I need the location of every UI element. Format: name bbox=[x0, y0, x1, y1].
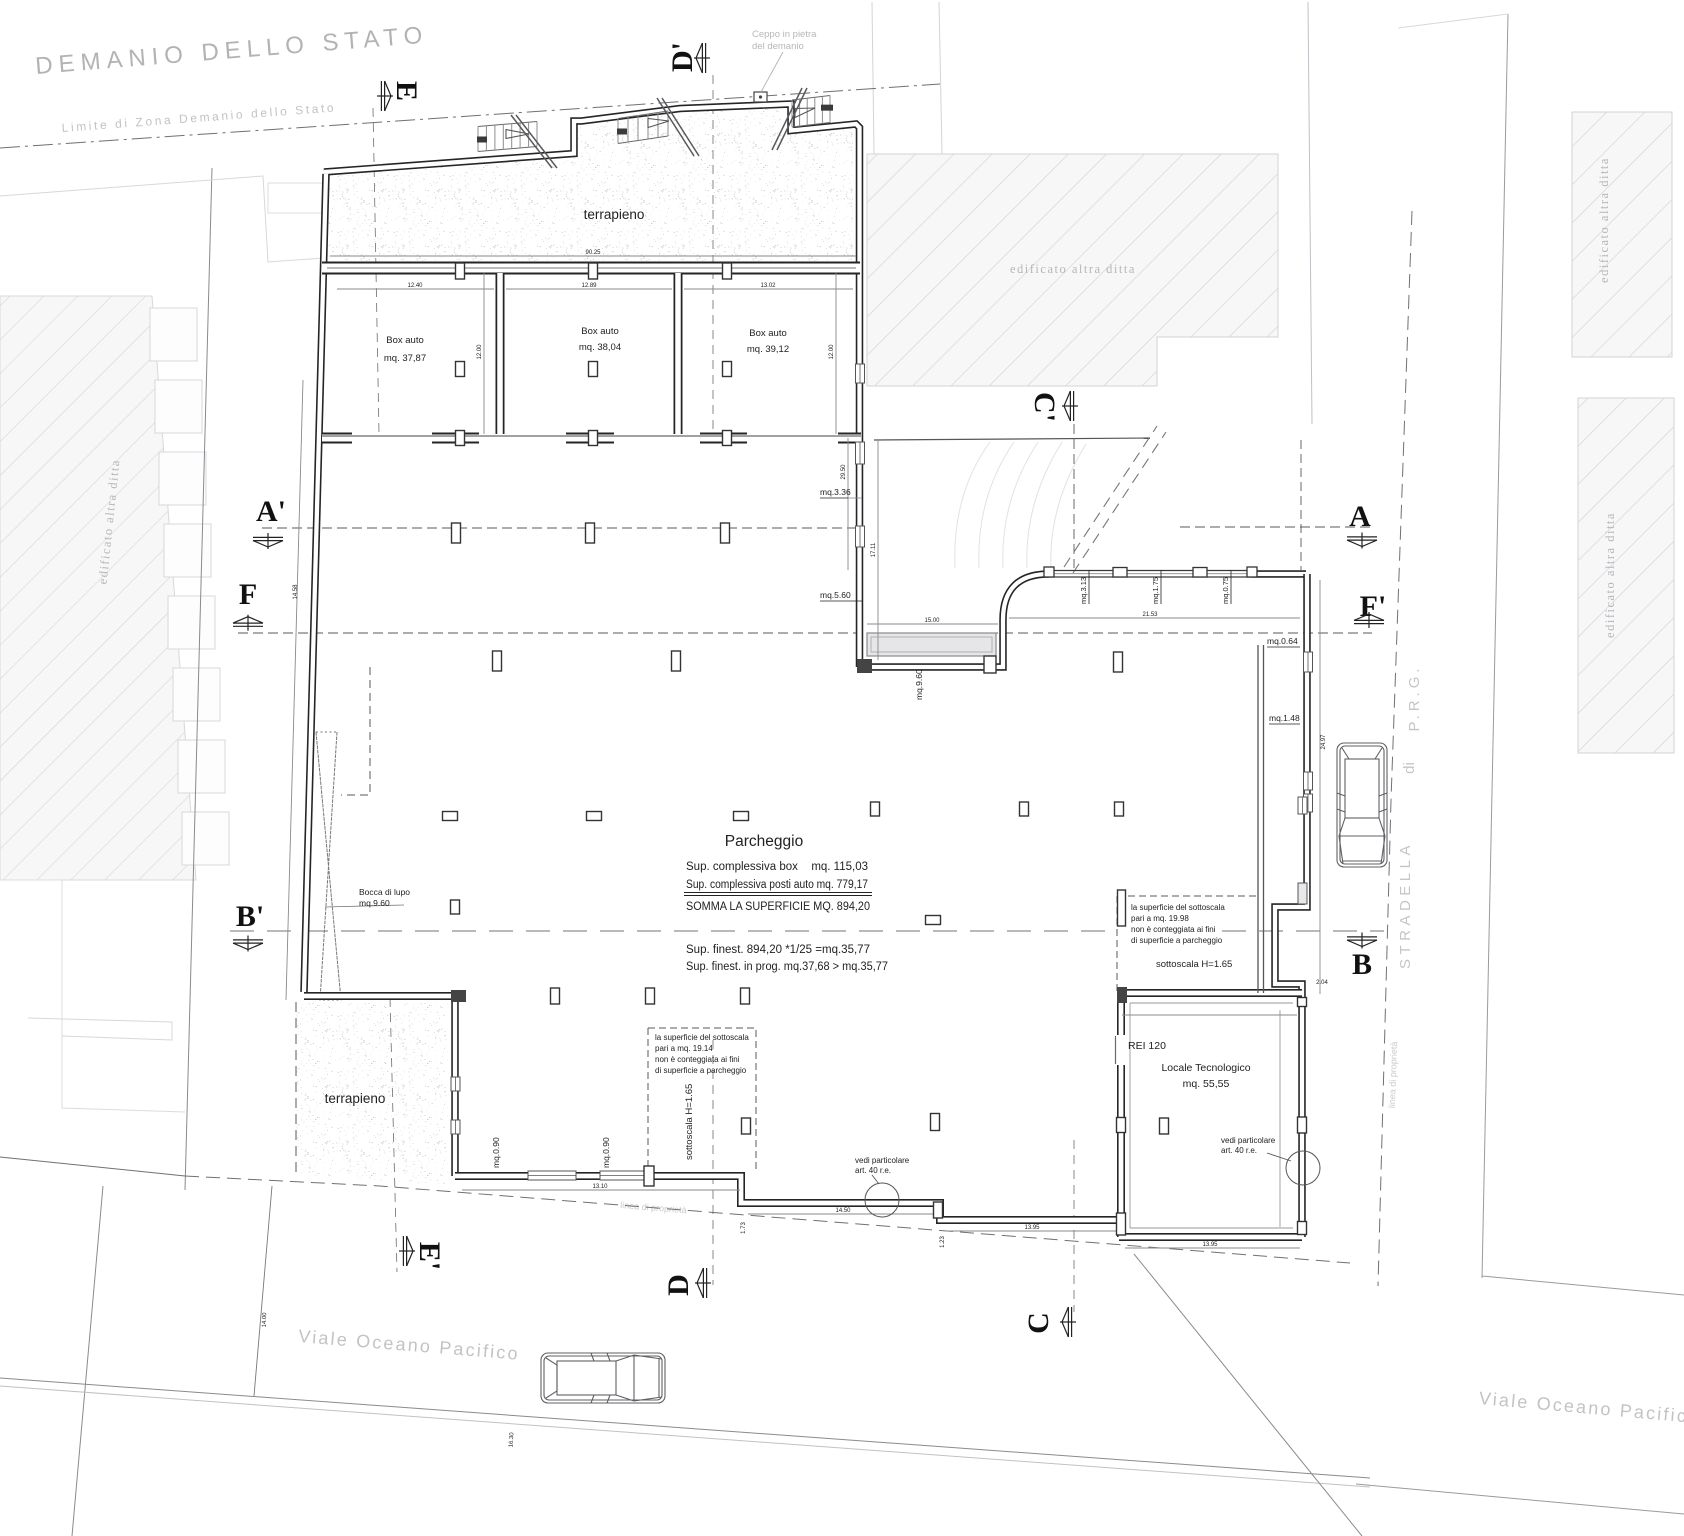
svg-text:di superficie a parcheggio: di superficie a parcheggio bbox=[1131, 936, 1223, 945]
svg-text:D': D' bbox=[666, 42, 699, 72]
svg-text:mq.1.48: mq.1.48 bbox=[1269, 713, 1300, 723]
svg-text:1.23: 1.23 bbox=[940, 1236, 946, 1248]
svg-text:A: A bbox=[1349, 500, 1371, 533]
svg-text:edificato altra ditta: edificato altra ditta bbox=[1010, 262, 1136, 276]
svg-text:mq.0.90: mq.0.90 bbox=[601, 1137, 611, 1168]
svg-text:mq.0.90: mq.0.90 bbox=[491, 1137, 501, 1168]
svg-text:C: C bbox=[1022, 1312, 1055, 1334]
svg-text:E': E' bbox=[413, 1242, 446, 1270]
svg-text:13.02: 13.02 bbox=[760, 283, 776, 289]
svg-text:P.R.G.: P.R.G. bbox=[1406, 664, 1423, 731]
svg-text:art. 40 r.e.: art. 40 r.e. bbox=[855, 1166, 891, 1175]
svg-text:15.00: 15.00 bbox=[924, 618, 940, 624]
svg-text:B: B bbox=[1352, 948, 1372, 981]
svg-text:linea di proprietà: linea di proprietà bbox=[1387, 1041, 1399, 1108]
svg-text:la superficie del sottoscala: la superficie del sottoscala bbox=[1131, 903, 1225, 912]
svg-text:sottoscala H=1.65: sottoscala H=1.65 bbox=[684, 1084, 695, 1160]
svg-text:Box auto: Box auto bbox=[581, 326, 619, 337]
svg-text:edificato altra ditta: edificato altra ditta bbox=[1603, 512, 1617, 638]
svg-text:F': F' bbox=[1360, 590, 1387, 623]
svg-text:A': A' bbox=[256, 495, 286, 528]
svg-text:di: di bbox=[1401, 762, 1418, 774]
svg-text:SOMMA LA SUPERFICIE MQ. 894,20: SOMMA LA SUPERFICIE MQ. 894,20 bbox=[686, 901, 870, 913]
svg-text:la superficie del sottoscala: la superficie del sottoscala bbox=[655, 1033, 749, 1042]
svg-text:mq. 55,55: mq. 55,55 bbox=[1183, 1078, 1230, 1090]
svg-text:mq. 38,04: mq. 38,04 bbox=[579, 342, 621, 353]
svg-text:vedi particolare: vedi particolare bbox=[1221, 1136, 1276, 1145]
svg-text:mq. 37,87: mq. 37,87 bbox=[384, 353, 426, 364]
svg-text:pari a mq. 19.98: pari a mq. 19.98 bbox=[1131, 914, 1189, 923]
svg-text:E: E bbox=[390, 81, 423, 101]
svg-text:STRADELLA: STRADELLA bbox=[1397, 841, 1414, 969]
svg-text:art. 40 r.e.: art. 40 r.e. bbox=[1221, 1146, 1257, 1155]
svg-text:REI 120: REI 120 bbox=[1128, 1040, 1166, 1052]
svg-text:13.95: 13.95 bbox=[1024, 1225, 1040, 1231]
svg-text:mq.0.75: mq.0.75 bbox=[1221, 577, 1230, 604]
svg-text:Box auto: Box auto bbox=[386, 335, 424, 346]
svg-text:Box auto: Box auto bbox=[749, 328, 787, 339]
svg-text:B': B' bbox=[236, 900, 264, 933]
svg-text:di superficie a parcheggio: di superficie a parcheggio bbox=[655, 1066, 747, 1075]
svg-text:sottoscala H=1.65: sottoscala H=1.65 bbox=[1156, 959, 1232, 970]
svg-text:1.73: 1.73 bbox=[741, 1222, 747, 1234]
svg-text:29.50: 29.50 bbox=[841, 464, 847, 480]
svg-text:D: D bbox=[662, 1274, 695, 1296]
svg-text:16.30: 16.30 bbox=[508, 1432, 515, 1448]
svg-text:terrapieno: terrapieno bbox=[584, 207, 645, 222]
svg-text:Locale Tecnologico: Locale Tecnologico bbox=[1161, 1062, 1250, 1074]
svg-text:14.58: 14.58 bbox=[293, 584, 299, 600]
svg-text:mq.9.60: mq.9.60 bbox=[914, 669, 924, 700]
svg-text:13.95: 13.95 bbox=[1202, 1242, 1218, 1248]
svg-text:Sup. finest. 894,20 *1/25 =mq: Sup. finest. 894,20 *1/25 =mq.35,77 bbox=[686, 944, 870, 956]
svg-text:Sup. finest. in prog. mq.37,6: Sup. finest. in prog. mq.37,68 > mq.35,7… bbox=[686, 961, 888, 973]
svg-text:mq.1.75: mq.1.75 bbox=[1151, 577, 1160, 604]
svg-text:13.10: 13.10 bbox=[592, 1184, 608, 1190]
svg-text:2.04: 2.04 bbox=[1316, 980, 1328, 986]
svg-text:mq.9.60: mq.9.60 bbox=[359, 898, 390, 908]
svg-text:terrapieno: terrapieno bbox=[325, 1091, 386, 1106]
svg-text:Sup. complessiva box: Sup. complessiva box bbox=[686, 861, 798, 873]
svg-text:vedi particolare: vedi particolare bbox=[855, 1156, 910, 1165]
svg-text:12.00: 12.00 bbox=[829, 344, 835, 360]
svg-text:14.50: 14.50 bbox=[835, 1208, 851, 1214]
svg-text:12.40: 12.40 bbox=[407, 283, 423, 289]
svg-text:90.25: 90.25 bbox=[585, 250, 601, 256]
svg-text:17.11: 17.11 bbox=[871, 542, 877, 557]
svg-text:Ceppo in pietra: Ceppo in pietra bbox=[752, 29, 817, 40]
svg-text:12.00: 12.00 bbox=[477, 344, 483, 360]
svg-text:Sup. complessiva posti auto mq: Sup. complessiva posti auto mq. 779,17 bbox=[686, 879, 868, 891]
svg-text:Parcheggio: Parcheggio bbox=[725, 833, 803, 850]
svg-text:C': C' bbox=[1028, 392, 1061, 422]
svg-text:mq.0.64: mq.0.64 bbox=[1267, 636, 1298, 646]
svg-text:mq. 39,12: mq. 39,12 bbox=[747, 344, 789, 355]
svg-text:14.00: 14.00 bbox=[262, 1312, 269, 1328]
svg-text:mq. 115,03: mq. 115,03 bbox=[811, 861, 868, 873]
svg-text:24.97: 24.97 bbox=[1321, 734, 1327, 750]
svg-text:Bocca di lupo: Bocca di lupo bbox=[359, 887, 410, 897]
svg-text:mq.5.60: mq.5.60 bbox=[820, 590, 851, 600]
svg-text:non è conteggiata ai fini: non è conteggiata ai fini bbox=[1131, 925, 1216, 934]
svg-text:pari a mq. 19.14: pari a mq. 19.14 bbox=[655, 1044, 713, 1053]
svg-text:F: F bbox=[239, 578, 257, 611]
svg-text:del demanio: del demanio bbox=[752, 41, 804, 52]
svg-text:21.53: 21.53 bbox=[1142, 612, 1158, 618]
svg-text:non è conteggiata ai fini: non è conteggiata ai fini bbox=[655, 1055, 740, 1064]
svg-text:edificato altra ditta: edificato altra ditta bbox=[1597, 157, 1611, 283]
svg-text:mq.3.13: mq.3.13 bbox=[1079, 577, 1088, 604]
svg-text:12.89: 12.89 bbox=[581, 283, 597, 289]
svg-text:mq.3.36: mq.3.36 bbox=[820, 487, 851, 497]
